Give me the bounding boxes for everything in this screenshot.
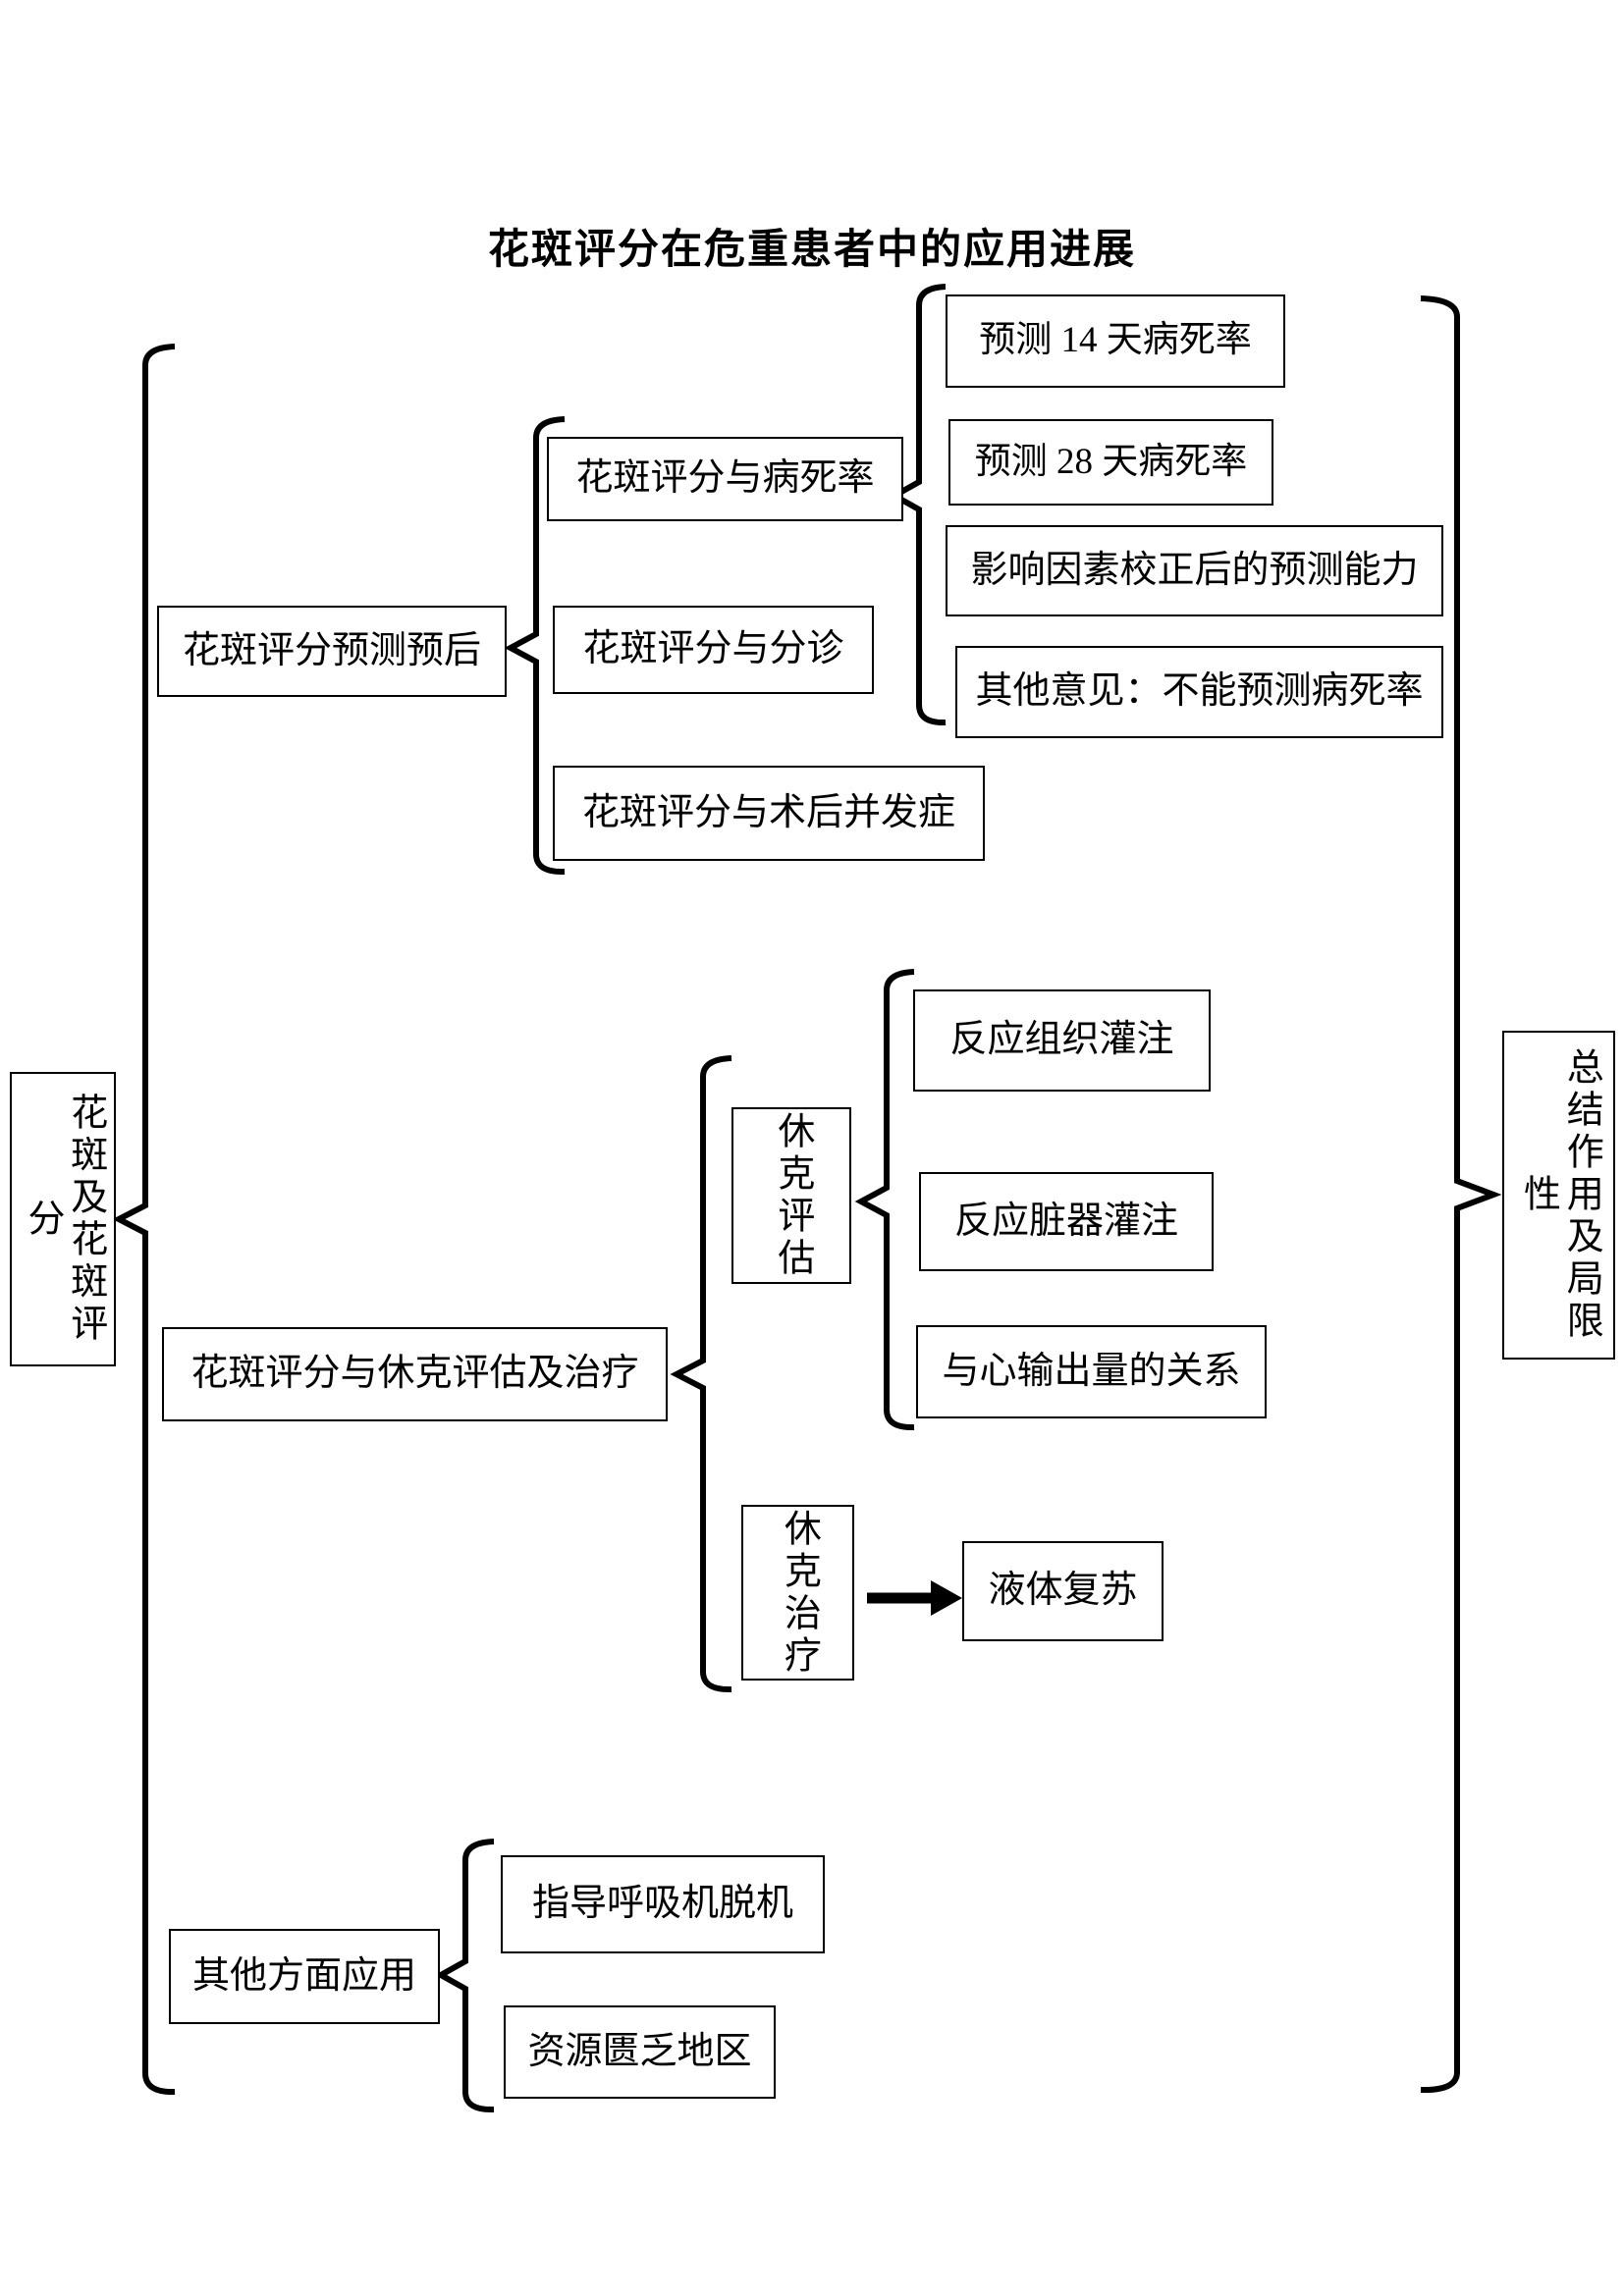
brace-prognosis-children (504, 416, 566, 876)
diagram-title: 花斑评分在危重患者中的应用进展 (487, 228, 1136, 273)
node-tissue-perfusion: 反应组织灌注 (913, 989, 1211, 1092)
node-resource-limited: 资源匮乏地区 (504, 2005, 776, 2099)
node-branch-shock: 花斑评分与休克评估及治疗 (162, 1327, 668, 1421)
node-branch-prognosis: 花斑评分预测预后 (157, 606, 507, 697)
brace-shock-assessment-children (854, 969, 915, 1431)
node-predict-28d: 预测 28 天病死率 (948, 419, 1273, 506)
brace-summary (1420, 295, 1502, 2094)
node-fluid-resuscitation: 液体复苏 (962, 1541, 1164, 1641)
arrow-fluid-resuscitation (867, 1580, 962, 1616)
node-predict-14d: 预测 14 天病死率 (946, 294, 1285, 388)
node-shock-treatment: 休克治疗 (741, 1505, 854, 1681)
node-cardiac-output: 与心输出量的关系 (916, 1325, 1267, 1418)
node-shock-assessment: 休克评估 (731, 1107, 851, 1284)
node-mortality: 花斑评分与病死率 (547, 437, 903, 521)
node-ventilator-weaning: 指导呼吸机脱机 (501, 1855, 825, 1953)
node-triage: 花斑评分与分诊 (553, 606, 874, 694)
node-other-opinion: 其他意见：不能预测病死率 (955, 646, 1443, 738)
node-root: 花斑及花斑评分 (10, 1072, 116, 1366)
brace-root-children (112, 344, 176, 2096)
node-summary: 总结作用及局限性 (1502, 1031, 1615, 1360)
node-postop-complications: 花斑评分与术后并发症 (553, 766, 985, 861)
node-organ-perfusion: 反应脏器灌注 (919, 1172, 1214, 1271)
node-adjusted-prediction: 影响因素校正后的预测能力 (946, 525, 1443, 616)
brace-shock-children (670, 1055, 732, 1693)
brace-other-children (434, 1839, 495, 2113)
node-branch-other: 其他方面应用 (169, 1929, 440, 2024)
